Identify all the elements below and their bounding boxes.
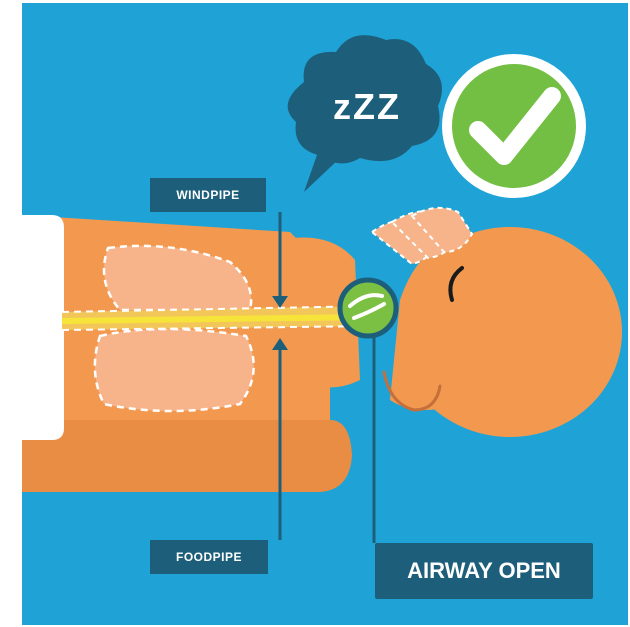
white-sheet	[22, 215, 64, 440]
checkmark-icon	[442, 54, 586, 198]
foodpipe-label: FOODPIPE	[150, 540, 268, 574]
windpipe-label: WINDPIPE	[150, 178, 266, 212]
sleep-text: zZZ	[312, 86, 422, 128]
airway-open-label: AIRWAY OPEN	[375, 543, 593, 599]
airway-highlight	[340, 280, 396, 336]
